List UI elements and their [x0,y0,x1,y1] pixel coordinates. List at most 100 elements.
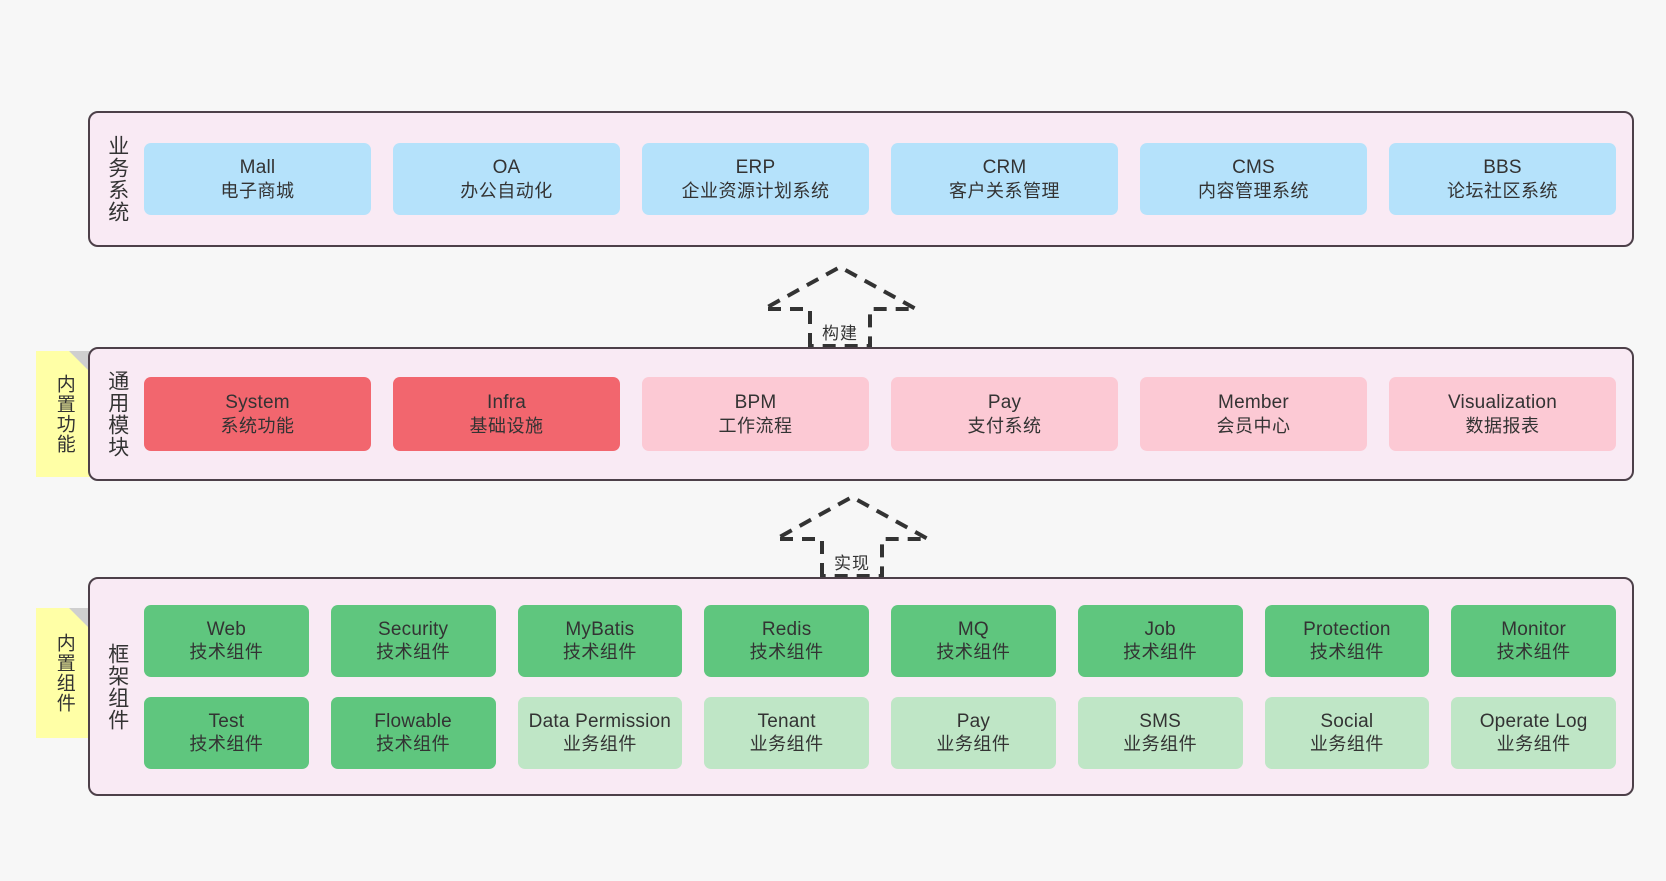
node-erp[interactable]: ERP 企业资源计划系统 [642,143,869,215]
business-node-row: Mall 电子商城 OA 办公自动化 ERP 企业资源计划系统 CRM 客户关系… [144,143,1616,215]
layer-business-system-title: 业务系统 [105,135,129,223]
common-node-row: System 系统功能 Infra 基础设施 BPM 工作流程 Pay 支付系统… [144,377,1616,451]
node-bbs-en: BBS [1483,157,1522,179]
framework-node-row-1: Web 技术组件 Security 技术组件 MyBatis 技术组件 Redi… [144,604,1616,677]
node-mybatis-en: MyBatis [565,618,635,640]
node-redis-cn: 技术组件 [749,642,824,663]
node-tenant[interactable]: Tenant 业务组件 [704,696,869,769]
node-test-cn: 技术组件 [189,734,264,755]
node-system-cn: 系统功能 [220,415,295,436]
node-social-en: Social [1320,710,1374,732]
sticky-note-builtin-function: 内置功能 [36,351,91,477]
node-crm[interactable]: CRM 客户关系管理 [891,143,1118,215]
layer-framework-component-title: 框架组件 [105,642,129,731]
node-social-cn: 业务组件 [1309,734,1384,755]
node-cms-cn: 内容管理系统 [1198,180,1309,201]
node-security[interactable]: Security 技术组件 [330,604,496,677]
node-erp-cn: 企业资源计划系统 [681,180,830,201]
node-bbs-cn: 论坛社区系统 [1447,180,1558,201]
node-data-permission-cn: 业务组件 [562,734,637,755]
node-security-cn: 技术组件 [376,642,451,663]
node-mybatis[interactable]: MyBatis 技术组件 [517,604,683,677]
framework-node-row-2: Test 技术组件 Flowable 技术组件 Data Permission … [144,696,1616,769]
node-oa[interactable]: OA 办公自动化 [393,143,620,215]
node-erp-en: ERP [735,157,776,179]
node-test[interactable]: Test 技术组件 [144,696,309,769]
node-operate-log-cn: 业务组件 [1496,734,1571,755]
node-mq[interactable]: MQ 技术组件 [891,604,1056,677]
node-social[interactable]: Social 业务组件 [1264,696,1430,769]
node-visualization-en: Visualization [1448,392,1557,414]
node-operate-log-en: Operate Log [1479,710,1588,732]
node-member-en: Member [1218,392,1289,414]
node-flowable-cn: 技术组件 [376,734,451,755]
node-monitor-cn: 技术组件 [1496,642,1571,663]
node-mq-cn: 技术组件 [936,642,1011,663]
layer-framework-component-body: Web 技术组件 Security 技术组件 MyBatis 技术组件 Redi… [144,579,1632,794]
node-tenant-cn: 业务组件 [749,734,824,755]
node-data-permission[interactable]: Data Permission 业务组件 [517,696,683,769]
node-system[interactable]: System 系统功能 [144,377,371,451]
node-mall-en: Mall [239,157,276,179]
node-mall[interactable]: Mall 电子商城 [144,143,371,215]
node-infra-cn: 基础设施 [469,415,544,436]
node-infra-en: Infra [486,392,527,414]
layer-common-module-body: System 系统功能 Infra 基础设施 BPM 工作流程 Pay 支付系统… [144,349,1632,479]
node-pay-module[interactable]: Pay 支付系统 [891,377,1118,451]
sticky-note-builtin-function-label: 内置功能 [53,374,75,454]
node-redis[interactable]: Redis 技术组件 [704,604,869,677]
node-pay-module-en: Pay [987,392,1022,414]
node-pay-component[interactable]: Pay 业务组件 [891,696,1056,769]
node-sms[interactable]: SMS 业务组件 [1077,696,1243,769]
node-web-cn: 技术组件 [189,642,264,663]
node-test-en: Test [208,710,245,732]
layer-business-system[interactable]: 业务系统 Mall 电子商城 OA 办公自动化 ERP 企业资源计划系统 CRM [88,111,1634,247]
node-infra[interactable]: Infra 基础设施 [393,377,620,451]
node-cms[interactable]: CMS 内容管理系统 [1140,143,1367,215]
node-job[interactable]: Job 技术组件 [1077,604,1243,677]
node-job-en: Job [1144,618,1176,640]
node-oa-cn: 办公自动化 [460,180,553,201]
node-web[interactable]: Web 技术组件 [144,604,309,677]
sticky-note-builtin-component: 内置组件 [36,608,91,738]
layer-framework-component[interactable]: 框架组件 Web 技术组件 Security 技术组件 MyBatis 技术组件… [88,577,1634,796]
node-job-cn: 技术组件 [1123,642,1198,663]
node-monitor-en: Monitor [1501,618,1566,640]
implement-arrow-icon [775,494,929,578]
node-bpm-en: BPM [734,392,777,414]
layer-common-module[interactable]: 通用模块 System 系统功能 Infra 基础设施 BPM 工作流程 Pay [88,347,1634,481]
node-sms-en: SMS [1139,710,1182,732]
layer-business-system-body: Mall 电子商城 OA 办公自动化 ERP 企业资源计划系统 CRM 客户关系… [144,113,1632,245]
node-operate-log[interactable]: Operate Log 业务组件 [1451,696,1616,769]
node-crm-en: CRM [982,157,1027,179]
node-member[interactable]: Member 会员中心 [1140,377,1367,451]
node-monitor[interactable]: Monitor 技术组件 [1451,604,1616,677]
node-mybatis-cn: 技术组件 [562,642,637,663]
node-visualization[interactable]: Visualization 数据报表 [1389,377,1616,451]
relation-implement-arrow: 实现 [772,492,932,584]
node-flowable-en: Flowable [374,710,452,732]
node-system-en: System [225,392,290,414]
relation-implement-label: 实现 [832,549,872,574]
node-visualization-cn: 数据报表 [1465,415,1540,436]
node-security-en: Security [378,618,449,640]
node-protection[interactable]: Protection 技术组件 [1264,604,1430,677]
node-pay-component-en: Pay [956,710,991,732]
node-oa-en: OA [492,157,521,179]
node-web-en: Web [206,618,247,640]
node-crm-cn: 客户关系管理 [949,180,1060,201]
layer-common-module-title: 通用模块 [105,370,129,458]
node-cms-en: CMS [1232,157,1275,179]
node-flowable[interactable]: Flowable 技术组件 [330,696,496,769]
node-bbs[interactable]: BBS 论坛社区系统 [1389,143,1616,215]
node-tenant-en: Tenant [757,710,816,732]
node-mall-cn: 电子商城 [220,180,295,201]
node-bpm[interactable]: BPM 工作流程 [642,377,869,451]
node-member-cn: 会员中心 [1216,415,1291,436]
node-sms-cn: 业务组件 [1123,734,1198,755]
node-pay-module-cn: 支付系统 [967,415,1042,436]
node-pay-component-cn: 业务组件 [936,734,1011,755]
node-redis-en: Redis [761,618,812,640]
sticky-note-builtin-component-label: 内置组件 [53,633,75,713]
